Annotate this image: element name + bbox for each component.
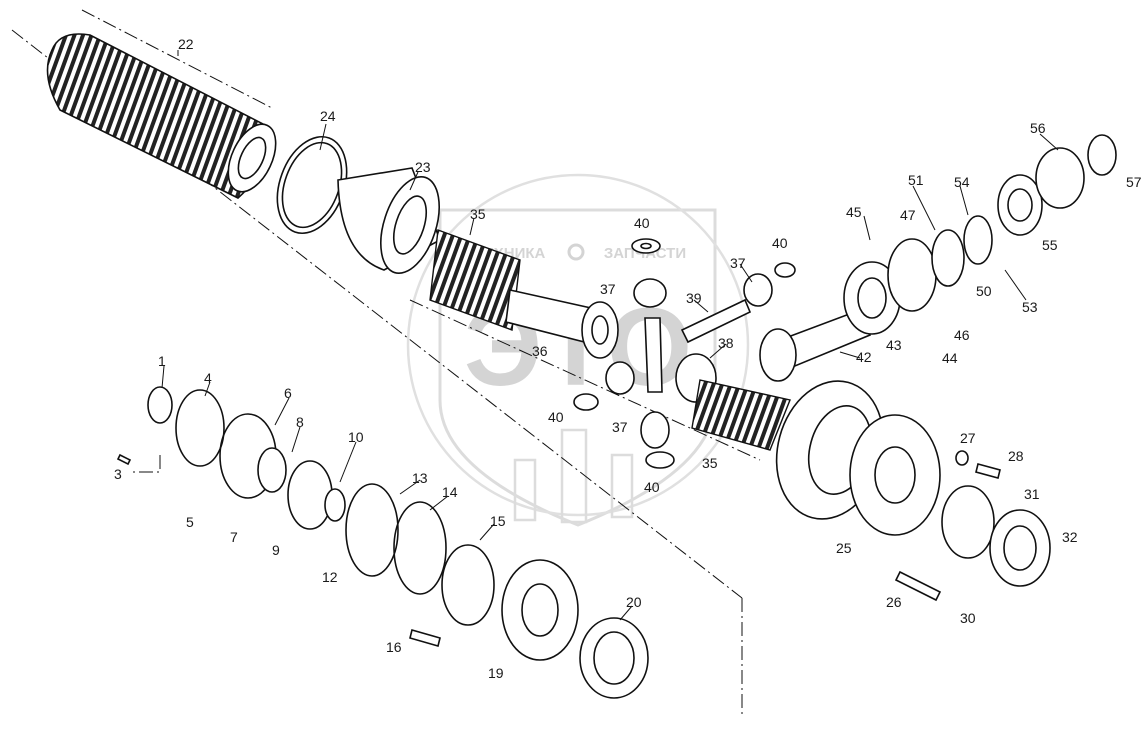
callout-40-bottom: 40: [644, 479, 660, 495]
callout-56: 56: [1030, 120, 1046, 136]
callout-26: 26: [886, 594, 902, 610]
callout-40-right: 40: [772, 235, 788, 251]
part-1-10-small-rings: [116, 386, 346, 530]
part-22-coil-pack: [46, 33, 277, 199]
callout-40-left: 40: [548, 409, 564, 425]
callout-40-top: 40: [634, 215, 650, 231]
part-43-45-bearing-stack: [843, 238, 937, 335]
callout-37-bottom: 37: [612, 419, 628, 435]
watermark-gear-icon: [567, 243, 585, 261]
callout-55: 55: [1042, 237, 1058, 253]
callout-24: 24: [320, 108, 336, 124]
callout-37-left: 37: [600, 281, 616, 297]
callout-9: 9: [272, 542, 280, 558]
part-30-32-hub: [849, 414, 1051, 587]
callout-53: 53: [1022, 299, 1038, 315]
part-26-28-fasteners: [894, 450, 1001, 602]
callout-43: 43: [886, 337, 902, 353]
callout-37-right: 37: [730, 255, 746, 271]
callout-8: 8: [296, 414, 304, 430]
callout-51: 51: [908, 172, 924, 188]
callout-labels: 22 24 23 35 36 40 37 39 37 40 38 40 37 4…: [114, 36, 1142, 681]
callout-22: 22: [178, 36, 194, 52]
callout-46: 46: [954, 327, 970, 343]
callout-5: 5: [186, 514, 194, 530]
callout-35-upper: 35: [470, 206, 486, 222]
part-35-lower-clutch-pack: [691, 379, 791, 451]
callout-20: 20: [626, 594, 642, 610]
callout-57: 57: [1126, 174, 1142, 190]
callout-13: 13: [412, 470, 428, 486]
callout-32: 32: [1062, 529, 1078, 545]
callout-39: 39: [686, 290, 702, 306]
callout-42: 42: [856, 349, 872, 365]
callout-3: 3: [114, 466, 122, 482]
callout-31: 31: [1024, 486, 1040, 502]
callout-23: 23: [415, 159, 431, 175]
part-12-15-discs: [345, 483, 495, 626]
callout-27: 27: [960, 430, 976, 446]
callout-1: 1: [158, 353, 166, 369]
callout-19: 19: [488, 665, 504, 681]
callout-15: 15: [490, 513, 506, 529]
watermark-logo: ЭТО ТЕХНИКА ЗАПЧАСТИ: [406, 173, 750, 527]
differential-spider-parts: [573, 238, 796, 469]
callout-54: 54: [954, 174, 970, 190]
callout-28: 28: [1008, 448, 1024, 464]
callout-12: 12: [322, 569, 338, 585]
callout-7: 7: [230, 529, 238, 545]
part-35-upper-clutch-pack: [429, 229, 521, 331]
part-36-splined-shaft: [505, 289, 619, 359]
part-23-cage: [337, 167, 442, 275]
callout-44: 44: [942, 350, 958, 366]
part-42-pinion-shaft: [759, 308, 872, 382]
callout-25: 25: [836, 540, 852, 556]
callout-10: 10: [348, 429, 364, 445]
callout-16: 16: [386, 639, 402, 655]
part-47-57-bearing-stack: [931, 134, 1117, 287]
callout-30: 30: [960, 610, 976, 626]
part-16-20-hub-flange: [409, 559, 649, 699]
callout-50: 50: [976, 283, 992, 299]
callout-47: 47: [900, 207, 916, 223]
callout-14: 14: [442, 484, 458, 500]
callout-36: 36: [532, 343, 548, 359]
callout-4: 4: [204, 370, 212, 386]
leader-lines: [161, 50, 1059, 621]
callout-35-lower: 35: [702, 455, 718, 471]
callout-45: 45: [846, 204, 862, 220]
callout-38: 38: [718, 335, 734, 351]
callout-6: 6: [284, 385, 292, 401]
